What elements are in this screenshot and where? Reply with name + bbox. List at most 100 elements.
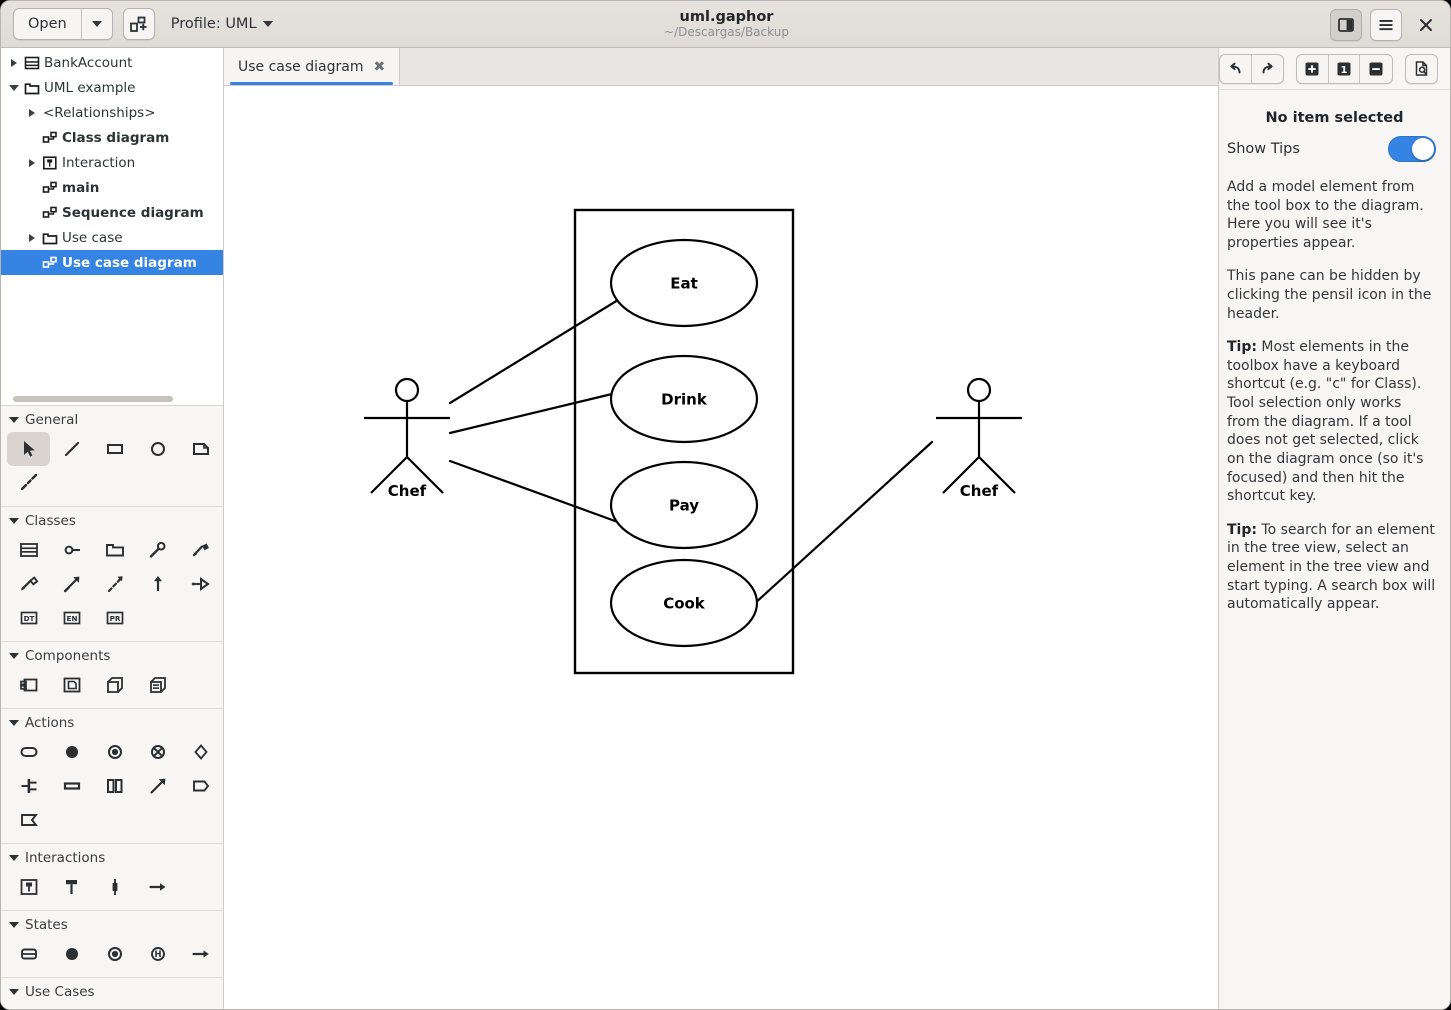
- tree-item-relationships[interactable]: <Relationships>: [1, 100, 223, 125]
- actor-chef-0[interactable]: Chef: [364, 377, 450, 500]
- association-line[interactable]: [448, 459, 628, 527]
- tool-transition[interactable]: [179, 937, 222, 971]
- tree-horizontal-scrollbar[interactable]: [1, 393, 223, 405]
- undo-button[interactable]: [1220, 54, 1252, 83]
- add-element-button[interactable]: [122, 8, 155, 40]
- tool-node[interactable]: [93, 668, 136, 702]
- open-split-button[interactable]: Open: [13, 8, 113, 40]
- tool-final-state[interactable]: [93, 937, 136, 971]
- open-button[interactable]: Open: [28, 16, 67, 32]
- system-boundary-box[interactable]: [573, 208, 795, 675]
- tool-execution-specification[interactable]: [93, 870, 136, 904]
- association-line[interactable]: [448, 298, 620, 405]
- profile-menu-button[interactable]: Profile: UML: [171, 16, 273, 32]
- tree-item-main[interactable]: main: [1, 175, 223, 200]
- diagram-icon: [42, 206, 57, 218]
- tool-dependency[interactable]: [93, 567, 136, 601]
- toolbox-section-header[interactable]: Interactions: [1, 844, 223, 870]
- tool-partition[interactable]: [93, 769, 136, 803]
- tool-interface[interactable]: [50, 533, 93, 567]
- tool-decision-node[interactable]: [179, 735, 222, 769]
- tool-interface-realization[interactable]: [179, 567, 222, 601]
- tree-expander[interactable]: [5, 84, 23, 91]
- close-icon[interactable]: ✖: [373, 58, 386, 75]
- open-dropdown-button[interactable]: [82, 9, 112, 39]
- tool-containment[interactable]: [136, 533, 179, 567]
- tree-expander[interactable]: [23, 108, 41, 117]
- tool-device[interactable]: [136, 668, 179, 702]
- tool-line[interactable]: [50, 432, 93, 466]
- tool-aggregation[interactable]: [7, 567, 50, 601]
- tool-fork-node[interactable]: [7, 769, 50, 803]
- tool-association[interactable]: [50, 567, 93, 601]
- tool-ellipse[interactable]: [136, 432, 179, 466]
- use-case-pay[interactable]: Pay: [609, 460, 759, 550]
- tool-pointer[interactable]: [7, 432, 50, 466]
- zoom-out-button[interactable]: [1360, 55, 1391, 83]
- tool-comment[interactable]: [179, 432, 222, 466]
- tool-generalization[interactable]: [136, 567, 179, 601]
- tool-history-pseudostate[interactable]: H: [136, 937, 179, 971]
- close-window-button[interactable]: [1410, 9, 1442, 41]
- tool-composition[interactable]: [179, 533, 222, 567]
- use-case-eat[interactable]: Eat: [609, 238, 759, 328]
- tool-box[interactable]: [93, 432, 136, 466]
- tool-package[interactable]: [93, 533, 136, 567]
- tool-lifeline[interactable]: [50, 870, 93, 904]
- toolbox-section-header[interactable]: Components: [1, 642, 223, 668]
- tree-item-label: Interaction: [62, 154, 136, 171]
- tool-activity-final-node[interactable]: [93, 735, 136, 769]
- tree-item-class-diagram[interactable]: Class diagram: [1, 125, 223, 150]
- scrollbar-thumb[interactable]: [13, 396, 173, 402]
- tree-expander[interactable]: [23, 233, 41, 242]
- diagram-icon: [41, 255, 59, 271]
- tool-data-type[interactable]: DT: [7, 601, 50, 635]
- tool-primitive[interactable]: PR: [93, 601, 136, 635]
- tree-item-interaction[interactable]: Interaction: [1, 150, 223, 175]
- toolbox-section-header[interactable]: Classes: [1, 507, 223, 533]
- tree-item-uml-example[interactable]: UML example: [1, 75, 223, 100]
- toolbox-section-header[interactable]: States: [1, 911, 223, 937]
- tree-expander[interactable]: [23, 158, 41, 167]
- tool-send-signal[interactable]: [179, 769, 222, 803]
- tree-expander[interactable]: [5, 58, 23, 67]
- toolbox-section-header[interactable]: Actions: [1, 709, 223, 735]
- tool-artifact[interactable]: [50, 668, 93, 702]
- tool-action[interactable]: [7, 735, 50, 769]
- main-menu-button[interactable]: [1370, 8, 1402, 41]
- zoom-100-button[interactable]: 1: [1329, 54, 1361, 83]
- use-case-drink[interactable]: Drink: [609, 354, 759, 444]
- tool-initial-pseudostate[interactable]: [50, 937, 93, 971]
- tool-object-node[interactable]: [50, 769, 93, 803]
- tree-item-use-case[interactable]: Use case: [1, 225, 223, 250]
- tab-use-case-diagram[interactable]: Use case diagram ✖: [224, 48, 401, 85]
- tree-item-use-case-diagram[interactable]: Use case diagram: [1, 250, 223, 275]
- tool-enumeration[interactable]: EN: [50, 601, 93, 635]
- association-line[interactable]: [448, 392, 614, 435]
- tool-state[interactable]: [7, 937, 50, 971]
- show-tips-toggle[interactable]: [1388, 136, 1436, 162]
- tool-message[interactable]: [136, 870, 179, 904]
- association-line[interactable]: [751, 440, 934, 607]
- tool-flow-final-node[interactable]: [136, 735, 179, 769]
- actor-chef-1[interactable]: Chef: [936, 377, 1022, 500]
- tool-comment-line[interactable]: [7, 466, 50, 500]
- tree-item-sequence-diagram[interactable]: Sequence diagram: [1, 200, 223, 225]
- tree-item-bankaccount[interactable]: BankAccount: [1, 50, 223, 75]
- sidebar-toggle-button[interactable]: [1330, 8, 1362, 41]
- tool-initial-node[interactable]: [50, 735, 93, 769]
- zoom-fit-button[interactable]: [1406, 55, 1438, 83]
- tool-class[interactable]: [7, 533, 50, 567]
- use-case-cook[interactable]: Cook: [609, 558, 759, 648]
- toolbox-section-header[interactable]: General: [1, 406, 223, 432]
- zoom-in-button[interactable]: [1297, 54, 1329, 83]
- tool-interaction[interactable]: [7, 870, 50, 904]
- tool-control-flow[interactable]: [136, 769, 179, 803]
- toolbox-section-header[interactable]: Use Cases: [1, 978, 223, 1004]
- tool-component[interactable]: [7, 668, 50, 702]
- redo-button[interactable]: [1252, 55, 1283, 83]
- tool-accept-event[interactable]: [7, 803, 50, 837]
